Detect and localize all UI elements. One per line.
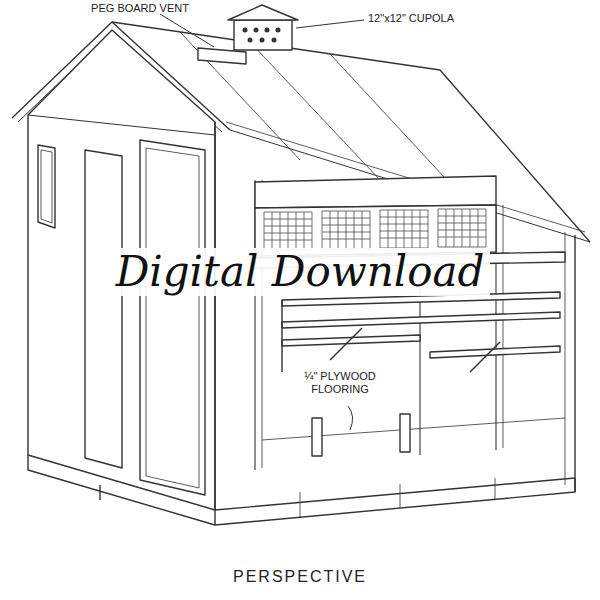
- part-label: 12"x12" CUPOLA: [368, 12, 454, 25]
- leader-line: [296, 20, 364, 28]
- nest-box-top: [255, 176, 496, 208]
- roosts: [282, 292, 560, 372]
- part-label: PEG BOARD VENT: [91, 2, 189, 15]
- part-label: ¼" PLYWOOD FLOORING: [290, 370, 390, 395]
- leader-line: [348, 406, 353, 430]
- floor-block: [312, 418, 322, 456]
- corner-post: [574, 235, 575, 492]
- door: [140, 140, 205, 495]
- cupola: [234, 20, 292, 50]
- watermark: Digital Download: [110, 248, 491, 296]
- wire-mesh: [264, 209, 486, 250]
- leader-line: [160, 14, 214, 47]
- floor-edge: [262, 418, 565, 440]
- door: [85, 150, 122, 468]
- sill: [28, 455, 575, 525]
- caption: PERSPECTIVE: [233, 568, 367, 586]
- floor-block: [400, 414, 410, 452]
- window: [38, 145, 55, 228]
